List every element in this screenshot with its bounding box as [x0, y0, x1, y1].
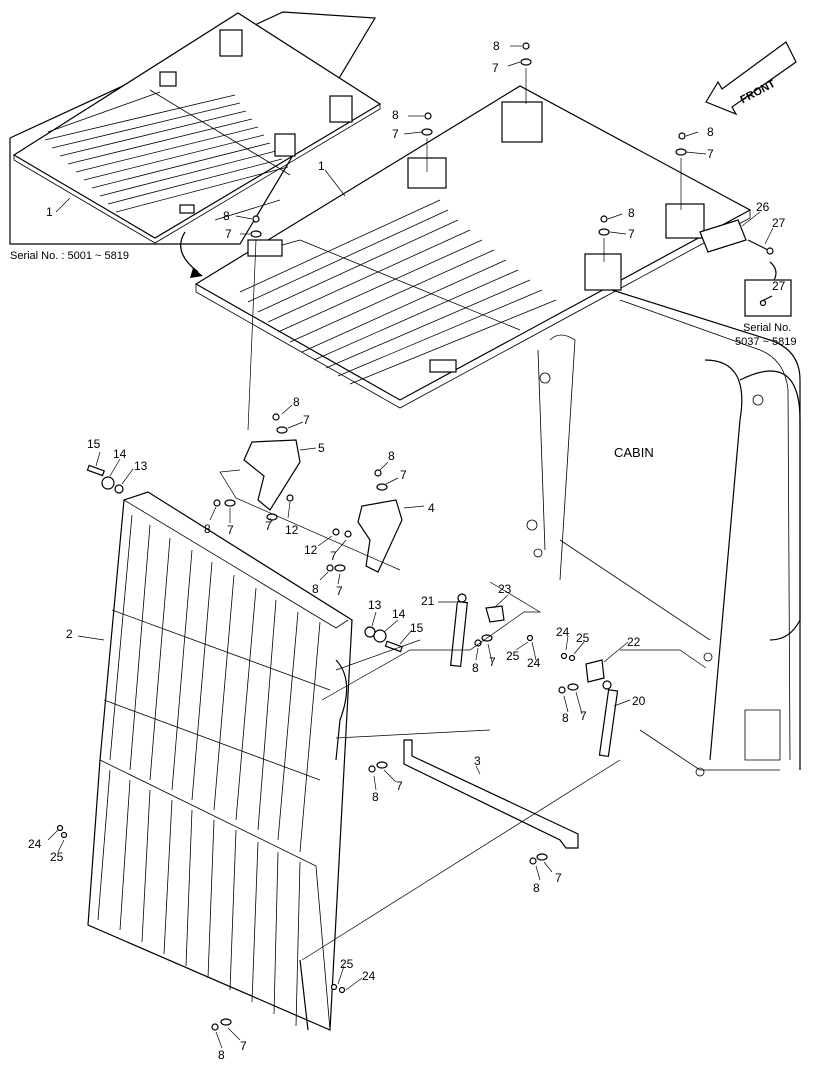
- callout-15: 15: [410, 621, 424, 635]
- callout-24: 24: [362, 969, 376, 983]
- callout-8: 8: [204, 522, 211, 536]
- fasteners: [56, 42, 687, 1031]
- callout-25: 25: [506, 649, 520, 663]
- front-arrow: FRONT: [705, 41, 797, 116]
- cabin-outline: [526, 289, 801, 777]
- callout-8: 8: [372, 790, 379, 804]
- front-guard: [87, 491, 353, 1031]
- bolt-note-serial-line1: Serial No.: [743, 322, 791, 334]
- callout-12: 12: [285, 523, 299, 537]
- callout-8: 8: [628, 206, 635, 220]
- bolt-note-box: [744, 279, 792, 317]
- callout-8: 8: [707, 125, 714, 139]
- callout-4: 4: [428, 501, 435, 515]
- callout-5: 5: [318, 441, 325, 455]
- bolt-note-number: 27: [772, 279, 786, 293]
- callout-1-main: 1: [318, 159, 325, 173]
- callout-15: 15: [87, 437, 101, 451]
- callout-7: 7: [628, 227, 635, 241]
- callout-20: 20: [632, 694, 646, 708]
- bracket-4: [357, 499, 403, 573]
- callout-1-inset: 1: [46, 205, 53, 219]
- callout-7: 7: [396, 779, 403, 793]
- plate-26: [699, 219, 774, 255]
- inset-serial-label: Serial No. : 5001 ~ 5819: [10, 250, 129, 262]
- callout-24: 24: [556, 625, 570, 639]
- callout-21: 21: [421, 594, 435, 608]
- callout-26: 26: [756, 200, 770, 214]
- callout-8: 8: [533, 881, 540, 895]
- callout-7: 7: [240, 1039, 247, 1053]
- callout-7: 7: [225, 227, 232, 241]
- callout-7: 7: [392, 127, 399, 141]
- cross-bar-3: [403, 739, 579, 849]
- callout-23: 23: [498, 582, 512, 596]
- callout-numbers: 1 1 8 7 8 7 8 7 8 7 8 7 26 27 8 7 5 15 1…: [28, 39, 786, 1062]
- callout-8: 8: [562, 711, 569, 725]
- callout-14: 14: [392, 607, 406, 621]
- callout-8: 8: [392, 108, 399, 122]
- callout-3: 3: [474, 754, 481, 768]
- callout-13: 13: [368, 598, 382, 612]
- callout-24: 24: [527, 656, 541, 670]
- gas-strut-20: [598, 680, 619, 758]
- callout-14: 14: [113, 447, 127, 461]
- callout-25: 25: [340, 957, 354, 971]
- callout-7: 7: [555, 871, 562, 885]
- inset-top-guard-drawing: [12, 12, 382, 244]
- callout-13: 13: [134, 459, 148, 473]
- callout-8: 8: [493, 39, 500, 53]
- callout-7: 7: [336, 584, 343, 598]
- bolt-note-serial-line2: 5037 ~ 5819: [735, 336, 796, 348]
- callout-8: 8: [388, 449, 395, 463]
- callout-7: 7: [489, 655, 496, 669]
- leader-lines: [47, 45, 774, 1049]
- bracket-5: [243, 439, 301, 511]
- callout-8: 8: [312, 582, 319, 596]
- bracket-22: [585, 659, 605, 683]
- callout-7: 7: [227, 523, 234, 537]
- callout-8: 8: [223, 209, 230, 223]
- callout-22: 22: [627, 635, 641, 649]
- callout-27: 27: [772, 216, 786, 230]
- callout-7: 7: [707, 147, 714, 161]
- top-guard-main: [194, 85, 752, 409]
- callout-25: 25: [50, 850, 64, 864]
- callout-8: 8: [218, 1048, 225, 1062]
- text-labels: Serial No. : 5001 ~ 5819 27 Serial No. 5…: [10, 250, 796, 460]
- callout-7: 7: [580, 709, 587, 723]
- callout-8: 8: [293, 395, 300, 409]
- callout-25: 25: [576, 631, 590, 645]
- callout-2: 2: [66, 627, 73, 641]
- callout-8: 8: [472, 661, 479, 675]
- callout-7: 7: [330, 549, 337, 563]
- gas-strut-21: [450, 593, 468, 668]
- callout-7: 7: [492, 61, 499, 75]
- callout-7: 7: [400, 468, 407, 482]
- callout-7: 7: [303, 413, 310, 427]
- callout-12: 12: [304, 543, 318, 557]
- bracket-23: [485, 605, 505, 623]
- callout-24: 24: [28, 837, 42, 851]
- cabin-label: CABIN: [614, 445, 654, 460]
- callout-7: 7: [265, 519, 272, 533]
